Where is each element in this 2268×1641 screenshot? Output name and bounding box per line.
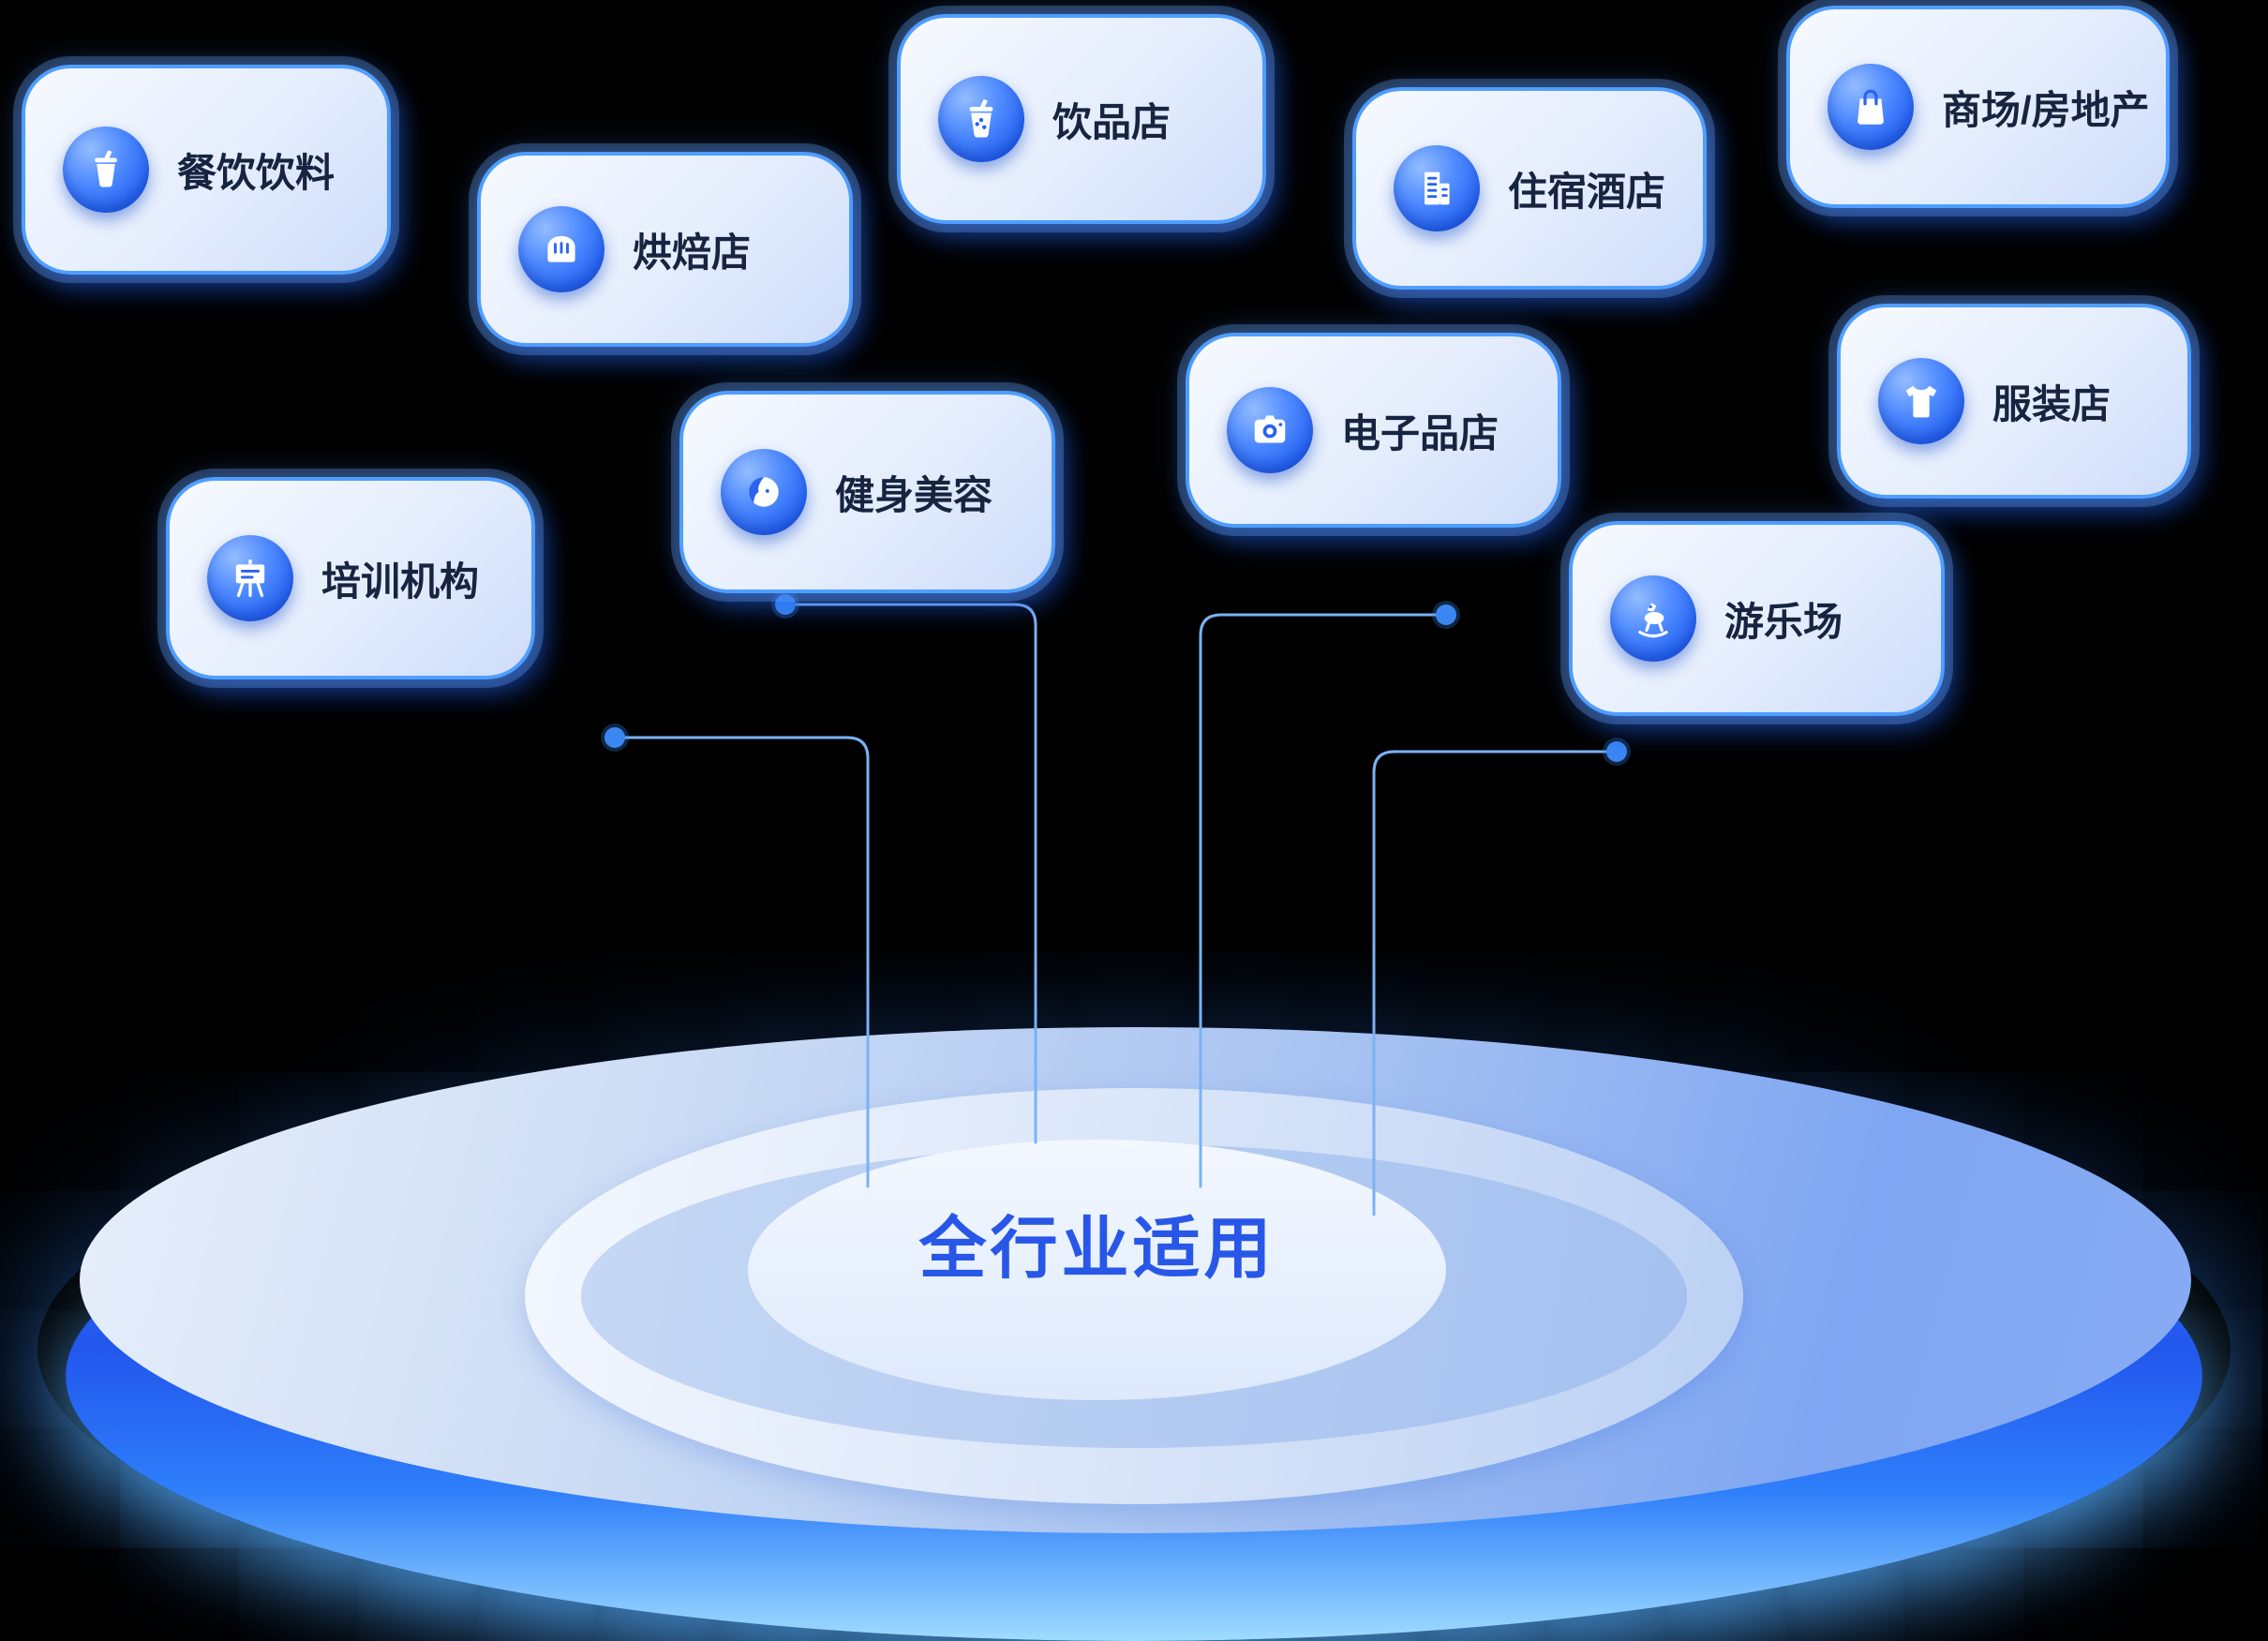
card-clothing: 服装店 <box>1837 304 2191 499</box>
card-food-beverage: 餐饮饮料 <box>22 65 391 275</box>
drink-cup-icon <box>63 127 149 213</box>
card-bakery: 烘焙店 <box>477 152 853 347</box>
hotel-building-icon <box>1394 145 1480 231</box>
beverage-cup-icon <box>938 76 1024 162</box>
card-mall-real-estate: 商场/房地产 <box>1786 6 2170 208</box>
connector-line <box>783 603 1037 1144</box>
rocking-horse-icon <box>1610 575 1696 662</box>
bread-icon <box>518 206 604 292</box>
connector-line <box>613 736 870 1188</box>
beauty-face-icon <box>721 449 807 535</box>
card-hotel: 住宿酒店 <box>1352 87 1707 290</box>
card-fitness-beauty: 健身美容 <box>679 391 1055 593</box>
shopping-bag-icon <box>1828 64 1914 150</box>
card-training: 培训机构 <box>166 477 535 679</box>
connector-dot <box>1606 741 1627 762</box>
card-label: 商场/房地产 <box>1942 87 2150 132</box>
tshirt-icon <box>1878 358 1964 444</box>
card-label: 服装店 <box>1992 381 2111 426</box>
card-electronics: 电子品店 <box>1186 333 1561 528</box>
connector-dot <box>604 727 625 748</box>
card-label: 餐饮饮料 <box>177 150 336 195</box>
card-label: 住宿酒店 <box>1508 169 1666 214</box>
card-label: 电子品店 <box>1341 410 1500 455</box>
connector-dot <box>775 594 796 615</box>
card-drink-shop: 饮品店 <box>897 14 1266 224</box>
connector-line <box>1372 750 1619 1216</box>
card-label: 饮品店 <box>1052 99 1171 144</box>
connector-line <box>1199 613 1448 1188</box>
card-amusement-park: 游乐场 <box>1569 521 1945 716</box>
connector-dot <box>1436 604 1456 625</box>
card-label: 烘焙店 <box>633 230 752 275</box>
platform-disc-center: 全行业适用 <box>748 1140 1446 1400</box>
easel-icon <box>207 535 293 621</box>
card-label: 游乐场 <box>1724 599 1843 644</box>
platform-label: 全行业适用 <box>918 1211 1276 1287</box>
camera-icon <box>1227 387 1313 473</box>
card-label: 健身美容 <box>835 472 993 517</box>
card-label: 培训机构 <box>321 559 480 604</box>
